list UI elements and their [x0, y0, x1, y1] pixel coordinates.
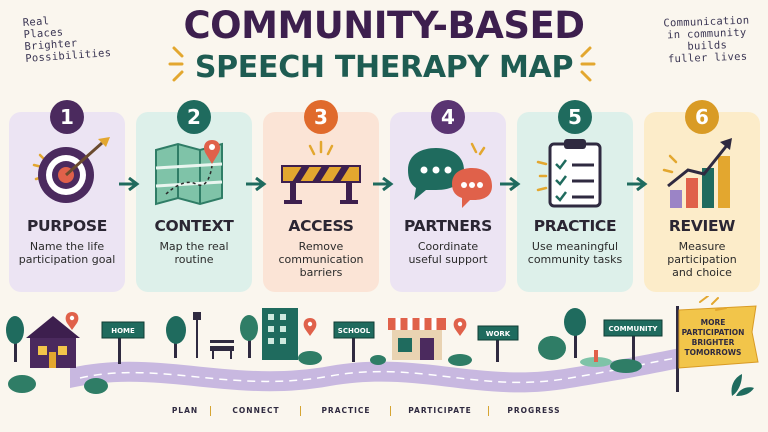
location-pin-icon — [453, 318, 467, 336]
step-description-line: Coordinate — [417, 240, 479, 253]
tree-icon — [6, 316, 24, 362]
map-icon — [155, 140, 223, 206]
step-description-line: routine — [174, 253, 214, 266]
barrier-icon — [281, 140, 361, 204]
plant-icon — [731, 374, 754, 396]
footer-item: PLAN — [171, 406, 199, 415]
arrow-right-icon — [246, 177, 267, 191]
footer-divider — [210, 406, 211, 416]
tree-icon — [8, 375, 108, 394]
footer-divider — [300, 406, 301, 416]
road — [70, 346, 690, 393]
step-description-line: participation goal — [18, 253, 116, 266]
svg-text:HOME: HOME — [111, 327, 135, 335]
footer-steps: PLAN CONNECT PRACTICE PARTICIPATE PROGRE… — [0, 406, 768, 420]
speech-bubbles-icon — [408, 142, 492, 208]
building-icon — [262, 308, 298, 360]
page-subtitle: SPEECH THERAPY MAP — [194, 50, 574, 85]
step-description-line: participation — [667, 253, 737, 266]
location-pin-icon — [303, 318, 317, 336]
footer-divider — [488, 406, 489, 416]
step-number-badge: 3 — [304, 100, 338, 134]
sparkle-icon — [699, 296, 727, 311]
svg-text:SCHOOL: SCHOOL — [338, 327, 371, 335]
tree-icon — [538, 336, 566, 360]
sign-school: SCHOOL — [333, 321, 375, 362]
step-description-line: and choice — [672, 266, 732, 279]
arrow-right-icon — [500, 177, 521, 191]
step-number-badge: 5 — [558, 100, 592, 134]
location-pin-icon — [65, 312, 79, 330]
banner-flag-icon — [676, 305, 759, 392]
bench-icon — [210, 340, 234, 359]
growth-chart-icon — [662, 138, 732, 208]
footer-divider — [390, 406, 391, 416]
house-icon — [26, 316, 80, 368]
step-description-line: barriers — [299, 266, 343, 279]
footer-item: PROGRESS — [507, 406, 561, 415]
tree-icon — [166, 316, 186, 358]
svg-text:COMMUNITY: COMMUNITY — [608, 325, 658, 333]
footer-item: CONNECT — [232, 406, 280, 415]
step-description-line: Use meaningful — [531, 240, 619, 253]
community-road-scene: HOME SCHOOL WORK COMMUNITY — [6, 296, 759, 396]
sparkle-left-icon — [168, 46, 184, 82]
step-title: REVIEW — [668, 217, 736, 235]
street-lamp-icon — [193, 312, 201, 358]
step-title: PURPOSE — [26, 217, 108, 235]
sparkle-right-icon — [580, 46, 596, 82]
clipboard-icon — [536, 139, 602, 208]
step-description-line: Measure — [678, 240, 726, 253]
shop-icon — [388, 318, 446, 360]
step-number-badge: 2 — [177, 100, 211, 134]
svg-text:WORK: WORK — [486, 330, 511, 338]
step-title: PARTNERS — [403, 217, 492, 235]
step-description-line: communication — [278, 253, 364, 266]
step-title: CONTEXT — [154, 217, 234, 235]
sign-community: COMMUNITY — [603, 319, 663, 362]
step-number-badge: 1 — [50, 100, 84, 134]
tree-icon — [240, 315, 258, 358]
arrow-right-icon — [373, 177, 394, 191]
step-title: ACCESS — [288, 217, 354, 235]
step-description-line: useful support — [408, 253, 488, 266]
target-icon — [32, 137, 110, 203]
arrow-right-icon — [119, 177, 140, 191]
sign-home: HOME — [101, 321, 145, 364]
step-card — [390, 112, 506, 292]
step-description-line: Remove — [298, 240, 344, 253]
tree-icon — [564, 308, 586, 358]
footer-item: PARTICIPATE — [408, 406, 472, 415]
sign-work: WORK — [477, 325, 519, 362]
step-description-line: Map the real — [159, 240, 229, 253]
step-number-badge: 4 — [431, 100, 465, 134]
step-number-badge: 6 — [685, 100, 719, 134]
arrow-right-icon — [627, 177, 648, 191]
step-description-line: Name the life — [29, 240, 105, 253]
fountain-icon — [580, 350, 612, 367]
page-title: COMMUNITY-BASED — [183, 4, 585, 47]
footer-item: PRACTICE — [321, 406, 371, 415]
step-description-line: community tasks — [527, 253, 623, 266]
step-title: PRACTICE — [533, 217, 617, 235]
